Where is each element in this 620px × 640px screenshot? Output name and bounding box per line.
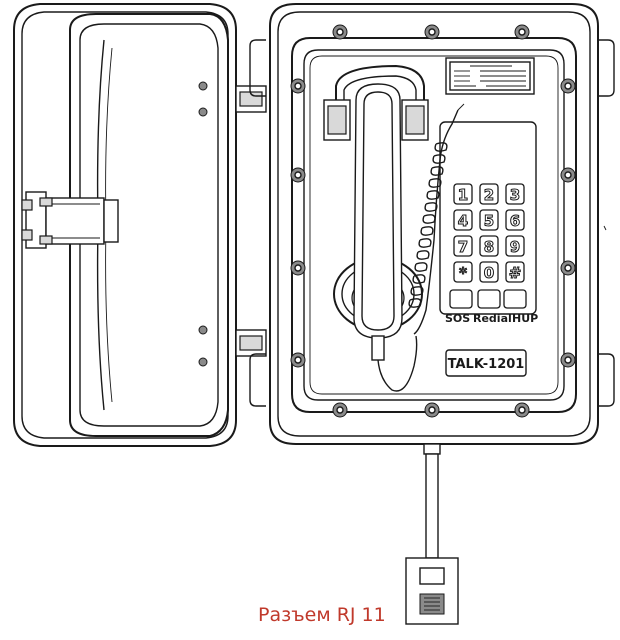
cable — [423, 443, 441, 559]
hinge-bottom — [235, 329, 267, 357]
svg-text:4: 4 — [458, 212, 468, 230]
key-8[interactable]: 8 — [479, 235, 499, 257]
key-5[interactable]: 5 — [479, 209, 499, 231]
svg-text:0: 0 — [484, 264, 494, 282]
door-panel — [13, 3, 237, 447]
key-1[interactable]: 1 — [453, 183, 473, 205]
function-keys: SOS Redial HUP — [445, 289, 538, 325]
key-2[interactable]: 2 — [479, 183, 499, 205]
redial-label: Redial — [473, 312, 512, 325]
sos-label: SOS — [445, 312, 470, 325]
key-star[interactable]: * — [453, 261, 473, 283]
svg-text:7: 7 — [458, 238, 468, 256]
hinge-top — [235, 85, 267, 113]
svg-text:5: 5 — [484, 212, 494, 230]
door-screw — [198, 357, 208, 367]
handset-hook — [323, 64, 429, 141]
svg-text:9: 9 — [510, 238, 520, 256]
rj11-connector — [405, 557, 459, 625]
svg-text:2: 2 — [484, 186, 494, 204]
key-hash[interactable]: # — [505, 261, 525, 283]
door-screw — [198, 107, 208, 117]
key-9[interactable]: 9 — [505, 235, 525, 257]
model-badge: TALK-1201 — [445, 349, 527, 377]
key-6[interactable]: 6 — [505, 209, 525, 231]
door-latch — [21, 191, 119, 249]
handset — [353, 83, 403, 361]
rj11-caption: Разъем RJ 11 — [258, 604, 386, 626]
speck — [603, 225, 607, 231]
keypad: 1 2 3 4 5 6 7 8 9 * 0 # — [453, 183, 525, 283]
svg-text:1: 1 — [458, 186, 468, 204]
door-screw — [198, 81, 208, 91]
redial-button[interactable] — [477, 289, 501, 309]
key-3[interactable]: 3 — [505, 183, 525, 205]
svg-text:#: # — [509, 264, 522, 282]
hup-button[interactable] — [503, 289, 527, 309]
hup-label: HUP — [512, 312, 538, 325]
svg-text:*: * — [459, 264, 467, 282]
model-label: TALK-1201 — [448, 357, 525, 372]
sos-button[interactable] — [449, 289, 473, 309]
door-screw — [198, 325, 208, 335]
svg-text:3: 3 — [510, 186, 520, 204]
svg-text:6: 6 — [510, 212, 520, 230]
key-7[interactable]: 7 — [453, 235, 473, 257]
keypad-frame — [439, 121, 537, 315]
key-4[interactable]: 4 — [453, 209, 473, 231]
housing: 1 2 3 4 5 6 7 8 9 * 0 # SOS Redial HUP T… — [249, 3, 615, 445]
key-0[interactable]: 0 — [479, 261, 499, 283]
flange-screws — [290, 24, 576, 418]
svg-text:8: 8 — [484, 238, 494, 256]
nameplate — [445, 57, 535, 95]
